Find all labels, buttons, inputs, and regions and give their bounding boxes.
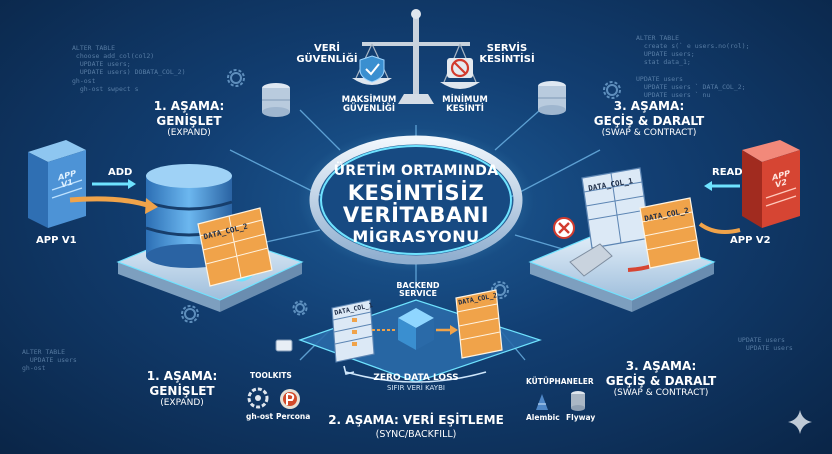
toolkit-gh-ost-label: gh-ost — [246, 412, 274, 421]
library-flyway-label: Flyway — [566, 413, 596, 422]
balance-scale-icon — [352, 9, 480, 104]
robot-hand-icon — [569, 243, 613, 277]
app-v2-server-icon — [742, 140, 800, 228]
main-database-icon — [145, 164, 233, 268]
title-line-4: MİGRASYONU — [352, 227, 480, 246]
code-snippet-bottom-left: ALTER TABLE UPDATE users gh-ost — [22, 348, 77, 373]
alembic-logo-icon — [536, 394, 548, 410]
document-icon — [275, 339, 293, 352]
toolkits-title: TOOLKITS — [250, 371, 292, 380]
code-snippet-top-right: ALTER TABLE create s(` e users.no(rol); … — [636, 34, 750, 99]
central-title-ring — [298, 128, 534, 272]
percona-logo-icon — [280, 389, 300, 409]
app-v2-label: APP V2 — [730, 235, 771, 246]
stage2-heading: 2. AŞAMA: VERİ EŞİTLEME — [328, 413, 504, 427]
backend-service-cube-icon — [372, 308, 458, 350]
central-title: ÜRETİM ORTAMINDA KESİNTİSİZ VERİTABANI M… — [312, 137, 520, 259]
flyway-logo-icon — [571, 391, 585, 411]
zero-data-loss-label: ZERO DATA LOSS — [373, 373, 459, 383]
title-line-1: ÜRETİM ORTAMINDA — [333, 163, 499, 179]
data-col-2-table-left — [197, 207, 273, 287]
stage3-bottom-heading: 3. AŞAMA: GEÇİŞ & DARALT (SWAP & CONTRAC… — [605, 359, 717, 399]
data-col-2-table-center — [455, 289, 503, 359]
stage1-top-heading: 1. AŞAMA: GENİŞLET (EXPAND) — [153, 99, 225, 139]
zero-data-loss-sub: SIFIR VERİ KAYBI — [387, 384, 445, 392]
right-platform — [528, 227, 716, 312]
code-snippet-top-left: ALTER TABLE choose add_col(col2) UPDATE … — [72, 44, 186, 93]
app-v1-server-icon — [28, 140, 86, 228]
stage1-bottom-heading: 1. AŞAMA: GENİŞLET (EXPAND) — [146, 369, 218, 409]
gear-icons — [181, 69, 621, 323]
data-col-1-table-center — [331, 299, 375, 363]
gh-ost-logo-icon — [247, 387, 269, 409]
library-alembic-label: Alembic — [526, 413, 560, 422]
title-line-3: VERİTABANI — [342, 203, 490, 227]
add-arrow-icon — [69, 179, 158, 214]
delete-x-icon — [553, 217, 575, 239]
toolkit-percona-label: Percona — [276, 412, 311, 421]
sync-arrows-icon — [343, 365, 487, 383]
title-line-2: KESİNTİSİZ — [347, 181, 485, 205]
stage2-subheading: (SYNC/BACKFILL) — [375, 429, 457, 440]
stage3-top-heading: 3. AŞAMA: GEÇİŞ & DARALT (SWAP & CONTRAC… — [593, 99, 705, 139]
read-label: READ — [712, 167, 743, 178]
app-v1-label: APP V1 — [36, 235, 77, 246]
add-label: ADD — [108, 167, 133, 178]
libraries-title: KÜTÜPHANELER — [526, 377, 594, 386]
data-col-2-table-right — [639, 197, 701, 269]
code-snippet-bottom-right: UPDATE users UPDATE users — [738, 336, 793, 353]
sparkle-icon — [788, 410, 812, 434]
small-database-icons — [262, 81, 566, 117]
